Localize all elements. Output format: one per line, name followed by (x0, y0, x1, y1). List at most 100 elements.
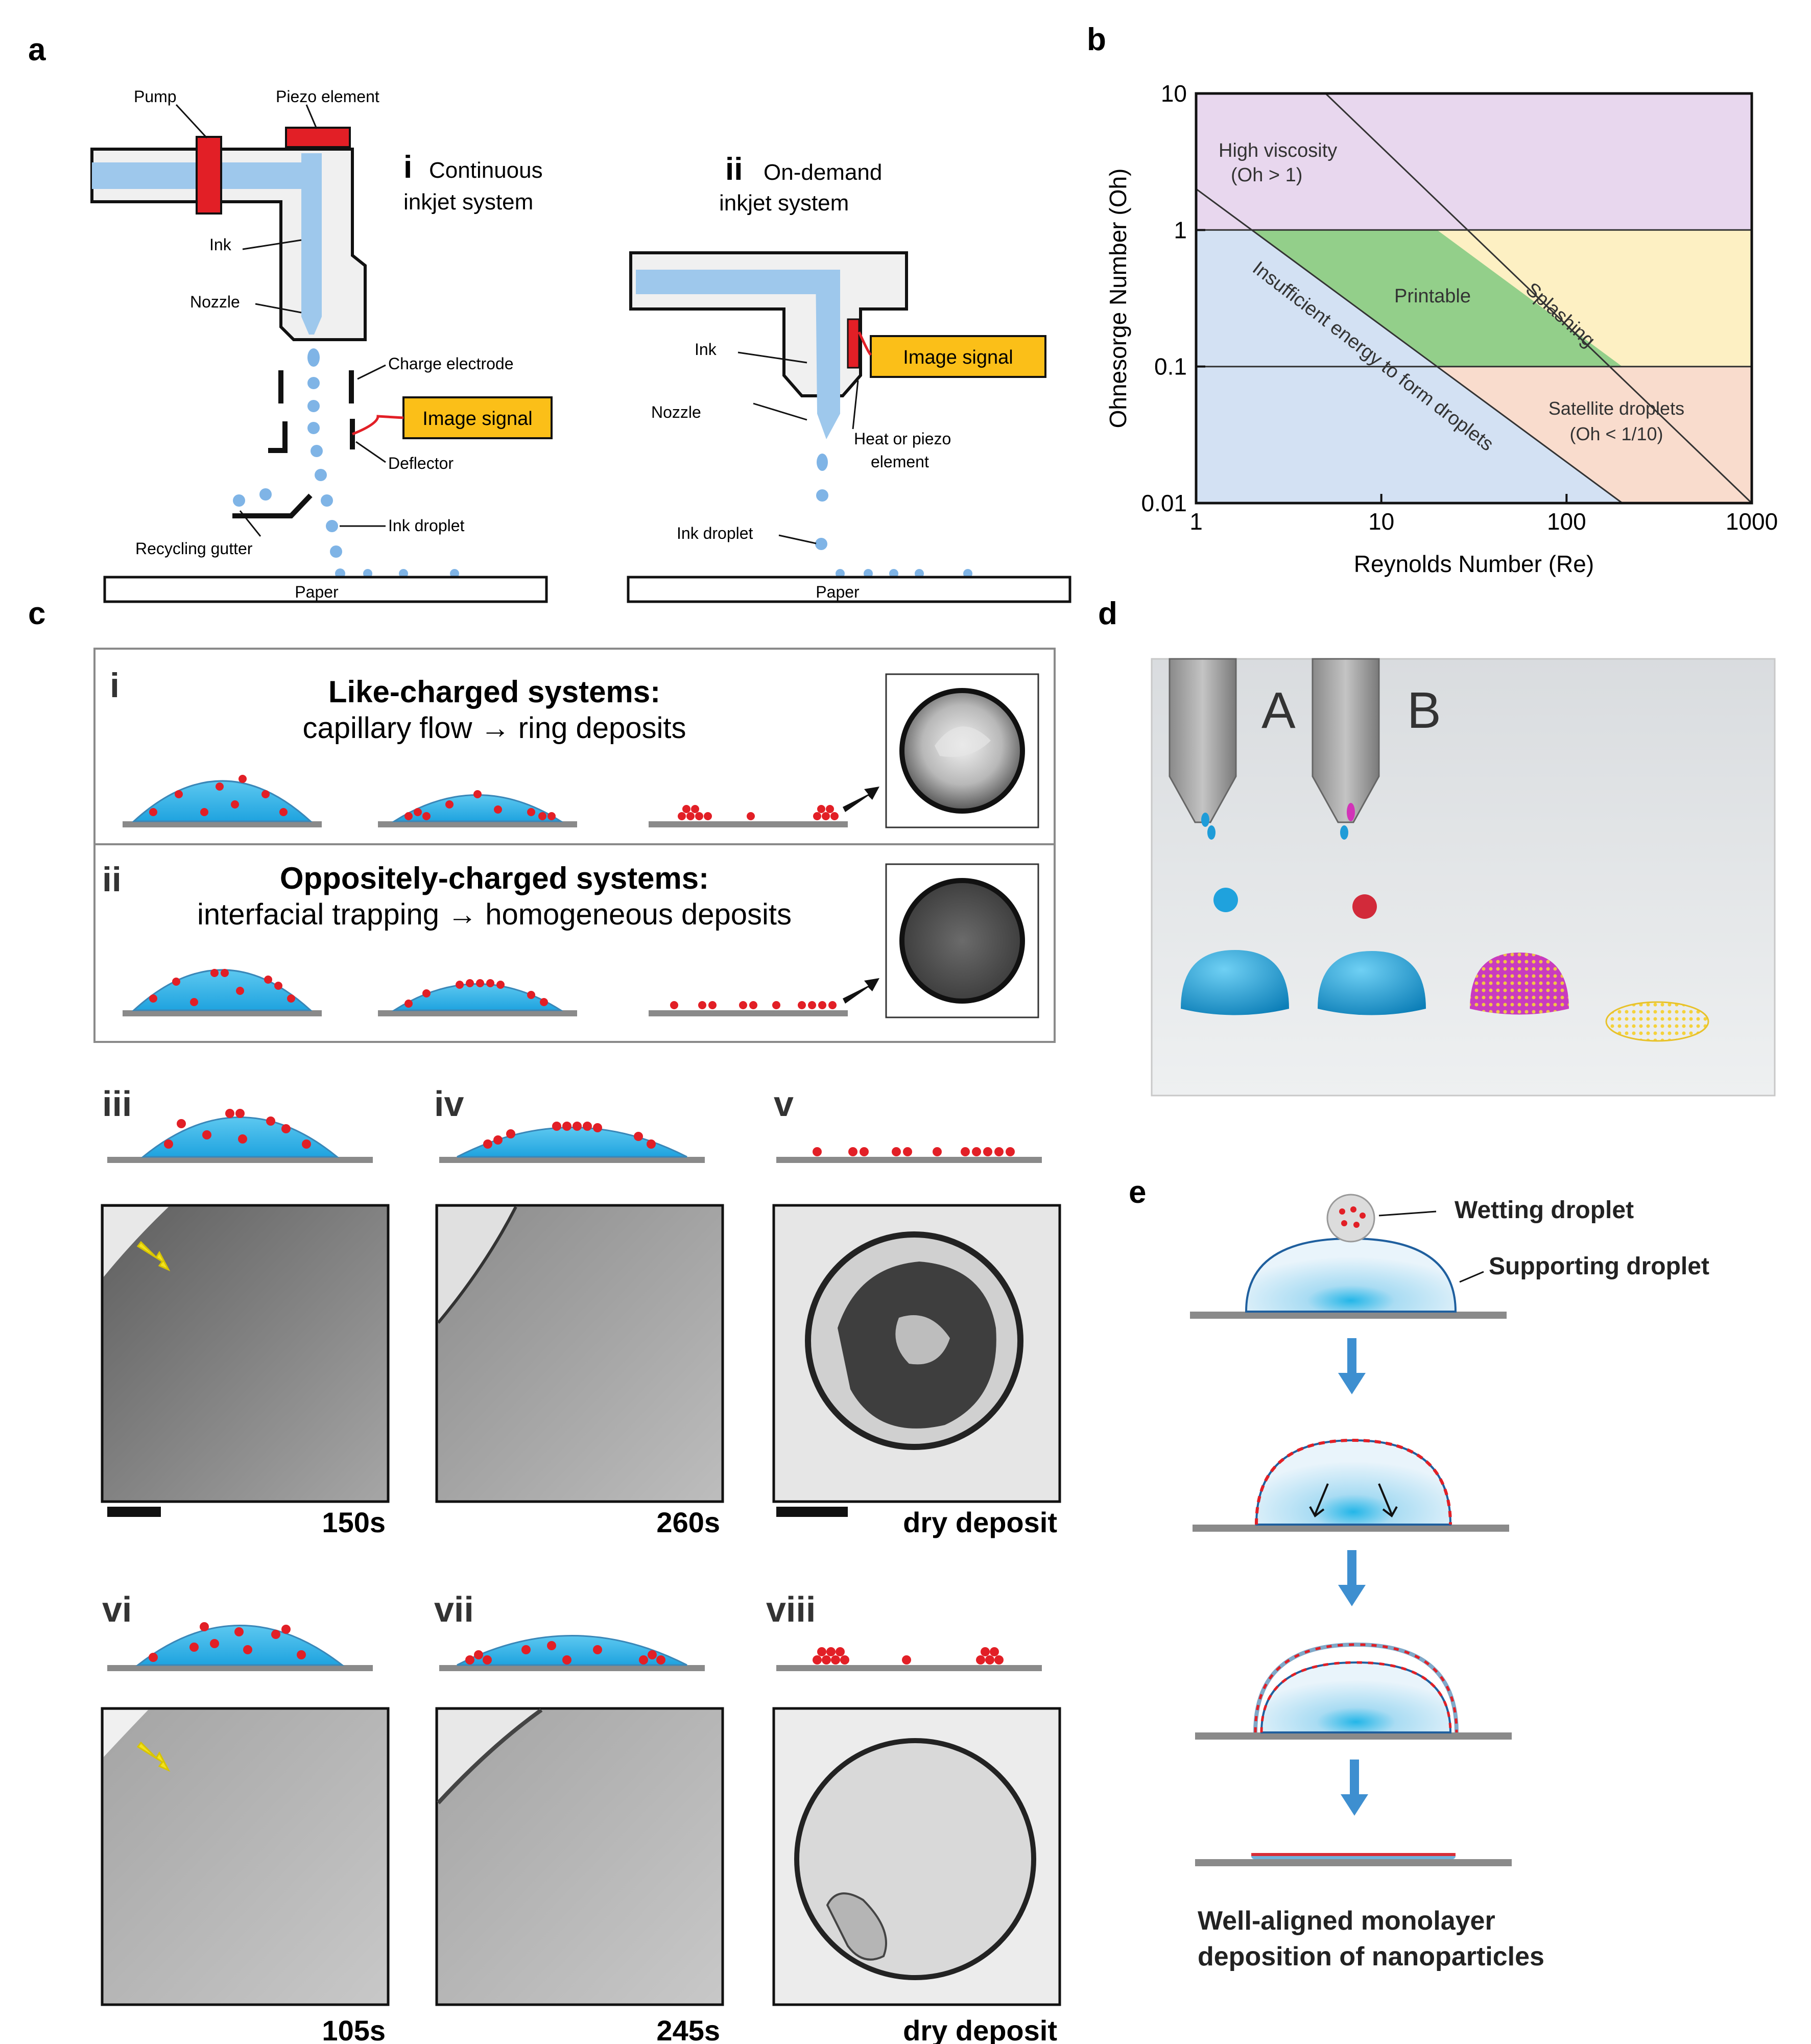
falling-droplet-red (1352, 894, 1377, 919)
label-paper-2: Paper (816, 583, 860, 601)
caption-line-2: deposition of nanoparticles (1198, 1942, 1544, 1971)
recycling-gutter (232, 493, 313, 518)
label-ink-droplet: Ink droplet (388, 516, 465, 535)
nozzle-a-label: A (1261, 682, 1296, 739)
numeral-iv: iv (434, 1084, 464, 1124)
row-ii-drops (123, 969, 879, 1016)
x-tick-label-3: 1000 (1726, 508, 1778, 535)
subtitle-ring-deposits: capillary flow → ring deposits (302, 711, 686, 745)
panel-e-process: Wetting droplet Supporting droplet Well-… (1190, 1194, 1709, 1971)
scale-bar-2 (776, 1507, 848, 1517)
arrow-3 (1341, 1760, 1368, 1816)
time-105s: 105s (322, 2014, 386, 2044)
label-deflector: Deflector (388, 454, 454, 472)
label-image-signal: Image signal (422, 408, 532, 430)
nozzle-a (1169, 658, 1237, 823)
caption-line-1: Well-aligned monolayer (1198, 1906, 1495, 1936)
nozzle-b (1312, 658, 1380, 823)
region-label-satellite: Satellite droplets (1548, 398, 1684, 419)
numeral-v: v (774, 1084, 794, 1124)
time-dry-deposit-2: dry deposit (903, 2014, 1057, 2044)
leader-lines (175, 104, 386, 537)
dried-film (1605, 1001, 1709, 1042)
panel-label-d: d (1098, 596, 1117, 631)
falling-droplet-blue (1213, 888, 1238, 912)
image-signal-box-2 (870, 335, 1046, 378)
y-tick-label-0: 0.01 (1141, 490, 1187, 516)
x-tick-label-0: 1 (1189, 508, 1203, 535)
row-vi-drops (107, 1622, 1042, 1671)
x-tick-label-1: 10 (1368, 508, 1394, 535)
time-245s: 245s (656, 2014, 720, 2044)
label-supporting-droplet: Supporting droplet (1489, 1253, 1709, 1280)
x-axis-label: Reynolds Number (Re) (1354, 551, 1594, 577)
supporting-droplet (1245, 1237, 1457, 1313)
numeral-c-ii: ii (102, 860, 122, 899)
numeral-iii: iii (102, 1084, 132, 1124)
label-recycling-gutter: Recycling gutter (135, 539, 253, 558)
ink-droplets (233, 348, 459, 579)
label-charge-electrode: Charge electrode (388, 354, 513, 373)
label-nozzle: Nozzle (190, 293, 240, 311)
micrograph-105s (101, 1707, 390, 2006)
region-label-oh-gt-1: (Oh > 1) (1231, 164, 1302, 186)
region-label-high-viscosity: High viscosity (1219, 140, 1337, 161)
title-continuous: Continuous (429, 158, 543, 183)
panel-label-c: c (28, 596, 45, 631)
label-pump: Pump (134, 87, 177, 106)
nozzle-b-label: B (1407, 682, 1441, 739)
deposited-drop-1 (1181, 950, 1289, 1015)
leader-lines-2 (737, 351, 859, 544)
title-like-charged: Like-charged systems: (328, 675, 660, 709)
title-inkjet-system-2: inkjet system (719, 191, 849, 216)
wetting-droplet (1326, 1194, 1375, 1243)
inner-droplet (1260, 1661, 1452, 1733)
ink-droplets-2 (815, 454, 972, 578)
label-nozzle-2: Nozzle (651, 403, 701, 421)
label-heat-line2: element (871, 453, 929, 471)
panel-label-b: b (1087, 22, 1106, 57)
piezo-element (285, 127, 351, 148)
time-150s: 150s (322, 1506, 386, 1538)
boundary-line-1 (1325, 92, 1753, 504)
micrograph-dry-deposit-1 (772, 1204, 1061, 1503)
numeral-a-i: i (403, 150, 412, 185)
numeral-viii: viii (766, 1589, 816, 1629)
numeral-vi: vi (102, 1589, 132, 1629)
panel-a-on-demand-inkjet: Ink Nozzle Image signal Heat or piezo el… (627, 152, 1071, 603)
label-paper: Paper (295, 583, 339, 601)
panel-a-continuous-inkjet: Pump Piezo element Ink Nozzle Charge ele… (90, 87, 553, 603)
numeral-vii: vii (434, 1589, 474, 1629)
title-on-demand: On-demand (764, 160, 882, 185)
y-tick-label-2: 1 (1174, 217, 1187, 243)
signal-wire (352, 415, 404, 436)
micrograph-245s (435, 1707, 724, 2006)
signal-wire-2 (857, 331, 872, 356)
panel-c: i Like-charged systems: capillary flow →… (93, 648, 1061, 2044)
subtitle-homogeneous-deposits: interfacial trapping → homogeneous depos… (197, 898, 792, 931)
label-piezo-element: Piezo element (276, 87, 379, 106)
label-ink-droplet-2: Ink droplet (677, 524, 753, 542)
row-iii-drops (107, 1109, 1042, 1163)
label-heat-line1: Heat or piezo (854, 430, 951, 448)
time-260s: 260s (656, 1506, 720, 1538)
title-oppositely-charged: Oppositely-charged systems: (280, 861, 709, 895)
label-ink: Ink (209, 235, 232, 254)
pump (196, 136, 222, 215)
time-dry-deposit-1: dry deposit (903, 1506, 1057, 1538)
paper (103, 576, 548, 603)
label-ink-2: Ink (695, 340, 717, 359)
heat-piezo-element (847, 318, 860, 369)
boundary-line-0 (1196, 188, 1623, 504)
panel-label-e: e (1129, 1175, 1146, 1210)
title-inkjet-system-1: inkjet system (403, 189, 533, 215)
printhead-body (90, 148, 367, 341)
row-i-drops (123, 775, 879, 827)
region-label-printable: Printable (1394, 286, 1471, 307)
arrow-2 (1338, 1550, 1366, 1606)
arrow-1 (1338, 1338, 1366, 1394)
scale-bar-1 (107, 1507, 161, 1517)
